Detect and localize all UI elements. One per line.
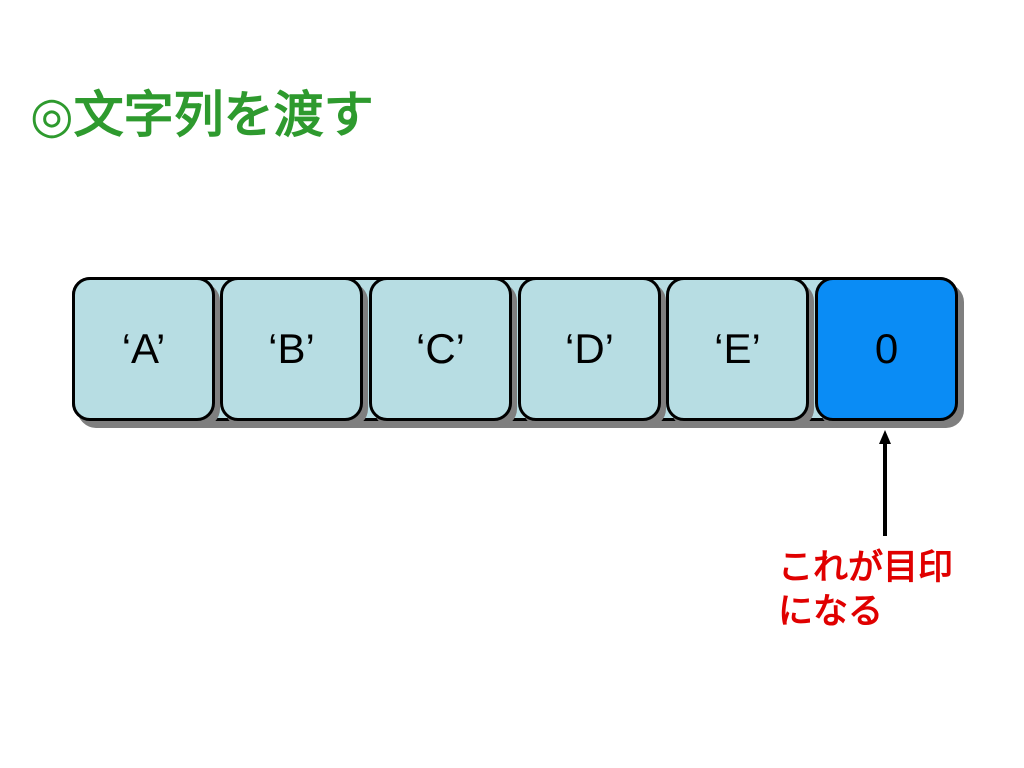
array-cell-e: ‘E’ [666,277,809,421]
array-cell-a: ‘A’ [72,277,215,421]
array-cell-terminator: 0 [815,277,958,421]
terminator-note: これが目印 になる [778,546,953,634]
array-cell-d: ‘D’ [518,277,661,421]
pointer-arrow-head [879,430,891,444]
array-cell-c: ‘C’ [369,277,512,421]
array-cell-b: ‘B’ [220,277,363,421]
array-frame [72,277,958,421]
terminator-note-line-1: これが目印 [778,548,954,588]
char-array: ‘A’ ‘B’ ‘C’ ‘D’ ‘E’ 0 [72,277,964,428]
terminator-note-line-2: になる [778,592,884,632]
pointer-arrow [879,430,891,536]
slide-title: ◎文字列を渡す [30,86,374,144]
